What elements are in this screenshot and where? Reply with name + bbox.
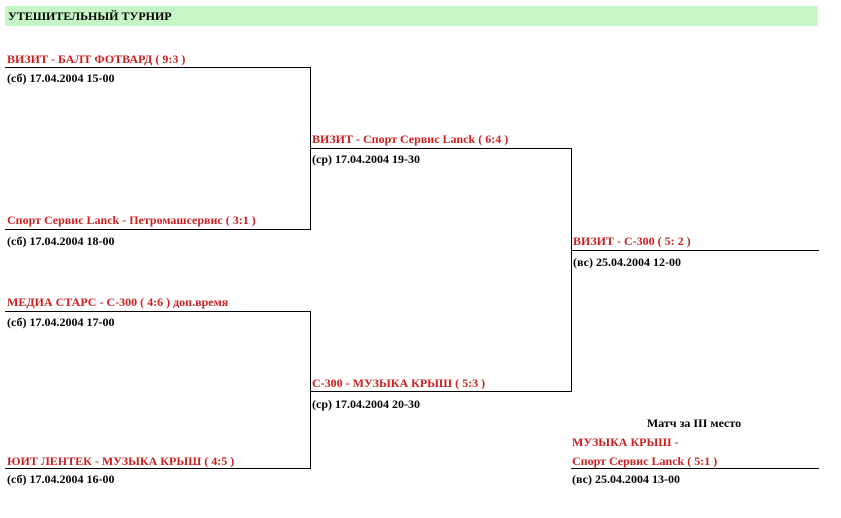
r2-line-1	[310, 148, 572, 149]
r1-line-3	[5, 311, 311, 312]
third-place-match-line1: МУЗЫКА КРЫШ -	[572, 435, 679, 449]
r1-date-3: (сб) 17.04.2004 17-00	[7, 315, 115, 329]
r1-match-2: Спорт Сервис Lanck - Петромашсервис ( 3:…	[7, 213, 256, 227]
r1-date-4: (сб) 17.04.2004 16-00	[7, 472, 115, 486]
r1-match-3: МЕДИА СТАРС - С-300 ( 4:6 ) доп.время	[7, 295, 229, 309]
bracket-connector-3	[571, 148, 572, 392]
r2-match-1: ВИЗИТ - Спорт Сервис Lanck ( 6:4 )	[312, 132, 509, 146]
tournament-header: УТЕШИТЕЛЬНЫЙ ТУРНИР	[5, 6, 818, 26]
r1-line-4	[5, 468, 311, 469]
r2-date-2: (ср) 17.04.2004 20-30	[312, 397, 420, 411]
r1-line-2	[5, 229, 311, 230]
r1-match-1: ВИЗИТ - БАЛТ ФОТВАРД ( 9:3 )	[7, 52, 186, 66]
r1-match-4: ЮИТ ЛЕНТЕК - МУЗЫКА КРЫШ ( 4:5 )	[7, 454, 235, 468]
third-place-line	[571, 468, 819, 469]
final-date: (вс) 25.04.2004 12-00	[573, 255, 681, 269]
r1-date-1: (сб) 17.04.2004 15-00	[7, 71, 115, 85]
tournament-title: УТЕШИТЕЛЬНЫЙ ТУРНИР	[8, 9, 172, 23]
r1-date-2: (сб) 17.04.2004 18-00	[7, 234, 115, 248]
third-place-match-line2: Спорт Сервис Lanck ( 5:1 )	[572, 454, 718, 468]
third-place-title: Матч за III место	[646, 416, 742, 430]
r1-line-1	[5, 67, 311, 68]
r2-line-2	[310, 391, 572, 392]
third-place-date: (вс) 25.04.2004 13-00	[572, 472, 680, 486]
r2-match-2: С-300 - МУЗЫКА КРЫШ ( 5:3 )	[312, 376, 486, 390]
r2-date-1: (ср) 17.04.2004 19-30	[312, 152, 420, 166]
bracket-connector-2	[310, 311, 311, 469]
final-match: ВИЗИТ - С-300 ( 5: 2 )	[573, 234, 691, 248]
final-line	[571, 250, 819, 251]
